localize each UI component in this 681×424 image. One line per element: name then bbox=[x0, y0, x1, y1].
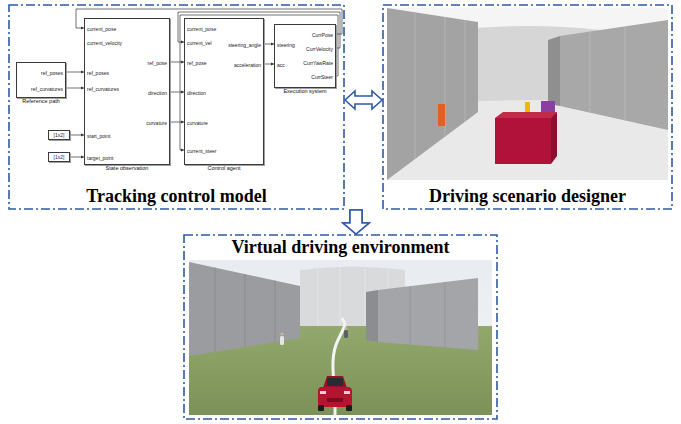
port-label: current_velocity bbox=[87, 40, 122, 46]
panel-outline bbox=[183, 234, 498, 420]
signal-wire bbox=[264, 62, 274, 65]
signal-wire bbox=[170, 60, 184, 63]
port-label: CurrSteer bbox=[311, 74, 333, 80]
block-value: [1x2] bbox=[49, 154, 69, 160]
panel-heading: Driving scenario designer bbox=[382, 185, 673, 207]
panel-outline bbox=[382, 4, 673, 210]
constant-block: [1x2] bbox=[48, 152, 70, 162]
subsystem-block: State observationcurrent_posecurrent_vel… bbox=[84, 18, 170, 165]
port-label: ref_pose bbox=[148, 60, 167, 66]
dash-dot-border bbox=[9, 5, 344, 209]
signal-wire bbox=[66, 86, 84, 89]
signal-wire bbox=[170, 90, 184, 93]
port-label: current_pose bbox=[187, 26, 216, 32]
constant-block: [1x2] bbox=[48, 130, 70, 140]
port-label: CurrVelocity bbox=[306, 46, 333, 52]
port-label: curvature bbox=[146, 120, 167, 126]
port-label: acceleration bbox=[234, 62, 261, 68]
panel-heading: Virtual driving environment bbox=[183, 236, 498, 258]
port-label: ref_pose bbox=[187, 60, 206, 66]
port-label: ref_curvatures bbox=[87, 86, 119, 92]
port-label: ref_poses bbox=[41, 70, 63, 76]
signal-wire bbox=[170, 120, 184, 123]
dashed-panel: Driving scenario designer bbox=[382, 4, 673, 210]
port-label: direction bbox=[187, 90, 206, 96]
subsystem-block: Control agentcurrent_posecurrent_velref_… bbox=[184, 18, 264, 165]
port-label: start_point bbox=[87, 133, 110, 139]
flow-arrow bbox=[343, 210, 369, 234]
port-label: current_vel bbox=[187, 40, 212, 46]
port-label: ref_poses bbox=[87, 70, 109, 76]
dash-dot-border bbox=[383, 5, 672, 209]
dashed-panel: Tracking control modelReference pathref_… bbox=[8, 4, 345, 210]
port-label: ref_curvatures bbox=[31, 86, 63, 92]
block-name: Control agent bbox=[155, 165, 293, 171]
port-label: current_pose bbox=[87, 26, 116, 32]
signal-wire bbox=[70, 155, 84, 158]
panel-heading: Tracking control model bbox=[8, 185, 345, 207]
scenario-scene bbox=[387, 8, 668, 180]
block-name: Execution system bbox=[245, 88, 365, 94]
dashed-panel: Virtual driving environment bbox=[183, 234, 498, 420]
port-label: target_point bbox=[87, 155, 113, 161]
block-arrow bbox=[343, 210, 369, 234]
port-label: acc bbox=[277, 62, 285, 68]
port-label: CurrYawRate bbox=[303, 60, 333, 66]
signal-wire bbox=[264, 42, 274, 45]
dash-dot-border bbox=[184, 235, 497, 419]
port-label: steering_angle bbox=[228, 42, 261, 48]
virtual-scene bbox=[189, 260, 492, 415]
port-label: current_steer bbox=[187, 148, 216, 154]
port-label: steering bbox=[277, 42, 295, 48]
port-label: curvature bbox=[187, 120, 208, 126]
block-value: [1x2] bbox=[49, 132, 69, 138]
subsystem-block: Reference pathref_posesref_curvatures bbox=[16, 62, 66, 98]
signal-wire bbox=[70, 133, 84, 136]
block-arrow bbox=[345, 91, 382, 109]
flow-arrow bbox=[345, 91, 382, 109]
subsystem-block: Execution systemsteeringaccCurrPoseCurrV… bbox=[274, 24, 336, 88]
flow-arrow bbox=[343, 210, 369, 234]
port-label: direction bbox=[148, 90, 167, 96]
block-arrow bbox=[343, 210, 369, 234]
block-name: State observation bbox=[55, 165, 199, 171]
port-label: CurrPose bbox=[312, 32, 333, 38]
signal-wire bbox=[66, 70, 84, 73]
block-name: Reference path bbox=[0, 98, 95, 104]
